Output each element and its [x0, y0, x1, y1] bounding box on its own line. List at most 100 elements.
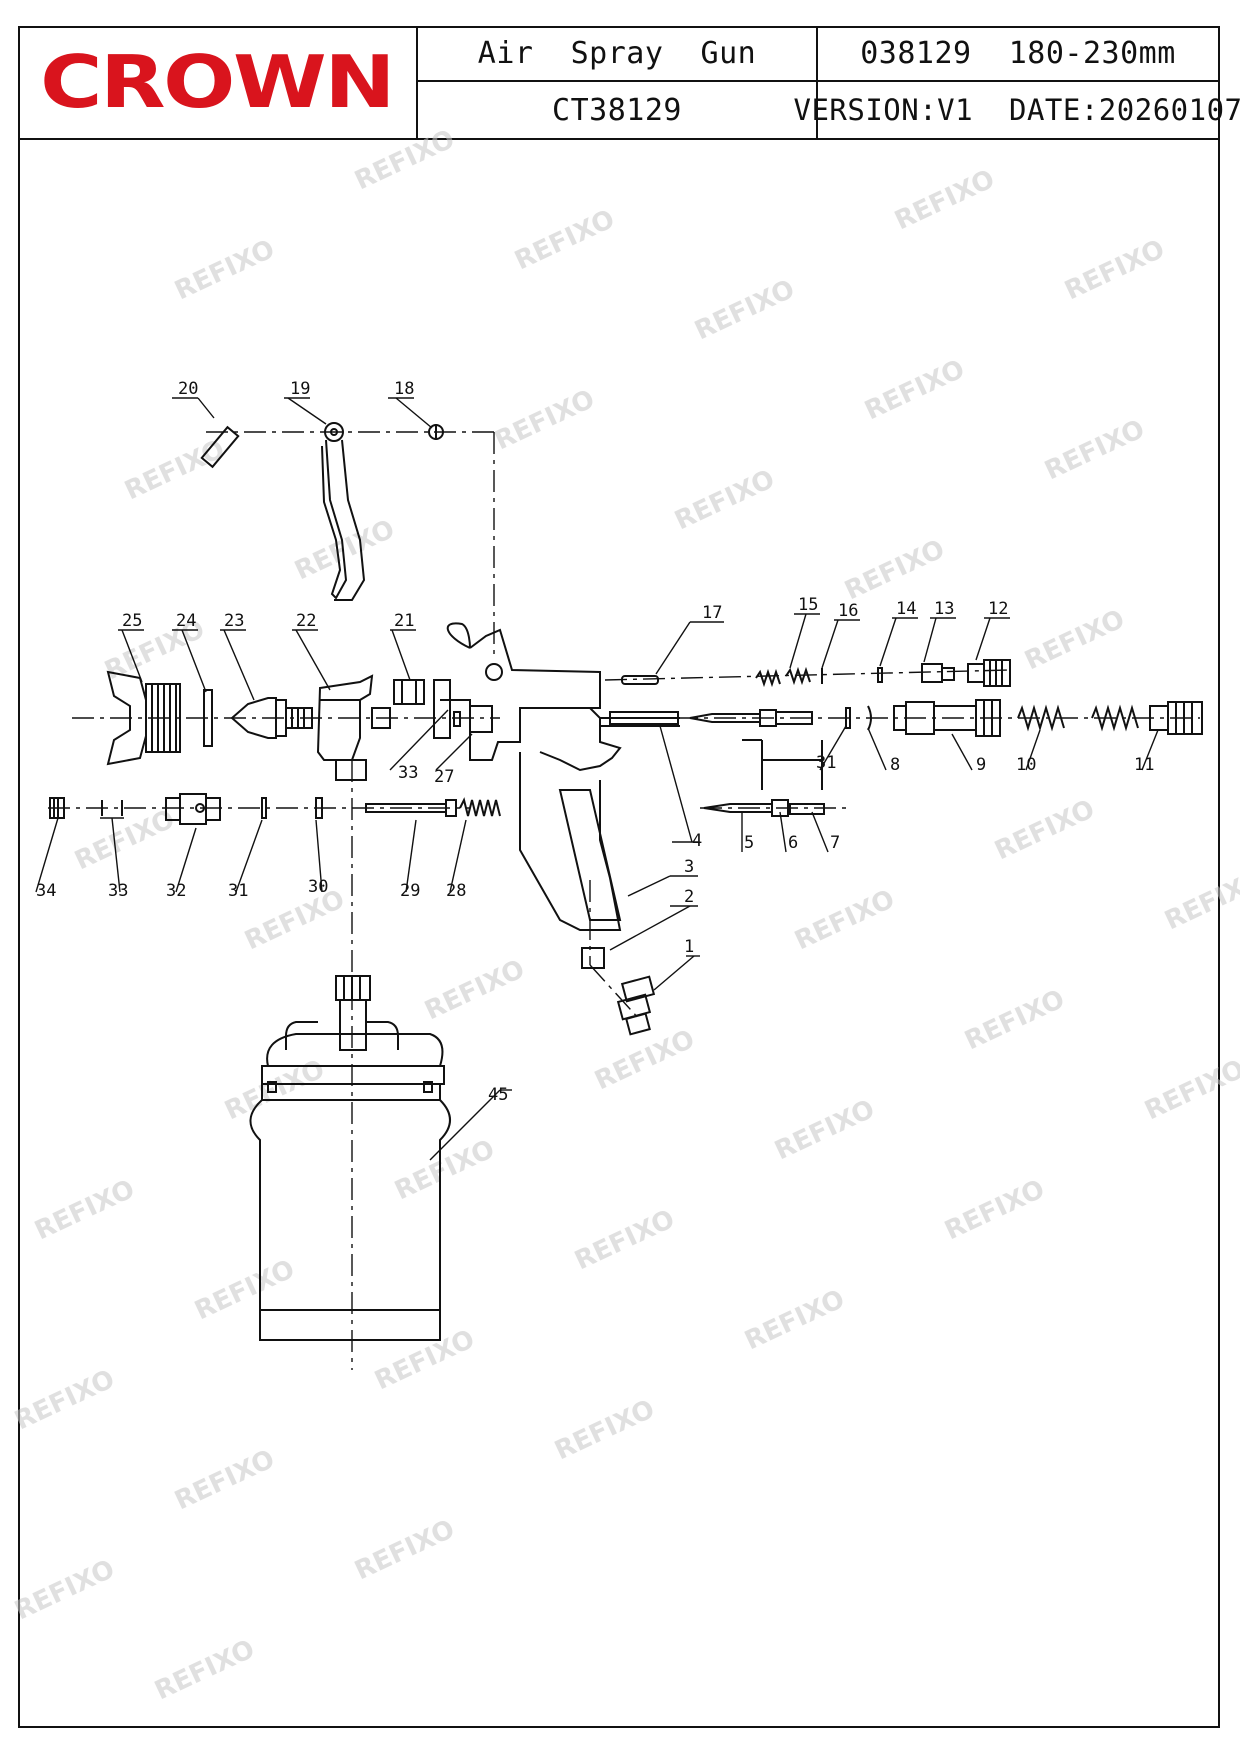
- watermark: REFIXO: [240, 884, 349, 956]
- o-ring: [867, 705, 872, 731]
- watermark: REFIXO: [570, 1204, 679, 1276]
- watermark: REFIXO: [840, 534, 949, 606]
- part-label: 6: [788, 833, 798, 853]
- part-label: 33: [398, 763, 418, 783]
- part-label: 12: [988, 599, 1008, 619]
- watermark: REFIXO: [370, 1324, 479, 1396]
- watermark: REFIXO: [1020, 604, 1129, 676]
- valve-rod: [365, 799, 457, 817]
- part-label: 4: [692, 831, 702, 851]
- model-code: CT38129: [418, 82, 818, 138]
- part-label: 33: [108, 881, 128, 901]
- air-inlet-fitting: [616, 975, 656, 1036]
- part-label: 29: [400, 881, 420, 901]
- watermark: REFIXO: [190, 1254, 299, 1326]
- part-label: 17: [702, 603, 722, 623]
- trigger: [321, 422, 366, 601]
- air-valve-stem: [621, 675, 659, 685]
- part-label: 15: [798, 595, 818, 615]
- watermark: REFIXO: [10, 1364, 119, 1436]
- watermark: REFIXO: [590, 1024, 699, 1096]
- part-label: 10: [1016, 755, 1036, 775]
- gun-head: [316, 674, 391, 781]
- part-label: 14: [896, 599, 916, 619]
- adjusting-knob: [967, 659, 1011, 687]
- air-cap: [106, 670, 181, 766]
- part-label: 3: [684, 857, 694, 877]
- watermark: REFIXO: [1060, 234, 1169, 306]
- valve-spring: [459, 797, 501, 817]
- part-label: 18: [394, 379, 414, 399]
- part-label: 31: [816, 753, 836, 773]
- gun-body: [440, 622, 680, 931]
- needle-spring: [1017, 704, 1065, 732]
- o-ring: [845, 707, 851, 729]
- watermark: REFIXO: [790, 884, 899, 956]
- product-name: Air Spray Gun: [418, 26, 818, 82]
- o-ring: [261, 797, 267, 819]
- watermark: REFIXO: [690, 274, 799, 346]
- air-plug: [581, 947, 605, 969]
- fluid-adjusting-knob: [1149, 701, 1203, 735]
- watermark: REFIXO: [10, 1554, 119, 1626]
- watermark: REFIXO: [940, 1174, 1049, 1246]
- valve-seat: [921, 663, 955, 683]
- part-label: 22: [296, 611, 316, 631]
- fluid-needle: [689, 709, 813, 727]
- valve-body: [165, 793, 221, 825]
- part-label: 2: [684, 887, 694, 907]
- part-label: 27: [434, 767, 454, 787]
- logo-cell: CROWN: [18, 26, 418, 138]
- watermark: REFIXO: [510, 204, 619, 276]
- watermark: REFIXO: [70, 804, 179, 876]
- watermark: REFIXO: [960, 984, 1069, 1056]
- crown-logo: CROWN: [40, 40, 395, 124]
- valve-plate: [433, 679, 451, 739]
- watermark: REFIXO: [150, 1634, 259, 1706]
- valve-spring: [785, 666, 811, 686]
- nut: [393, 679, 425, 705]
- title-block: CROWN Air Spray Gun CT38129 038129 180-2…: [18, 26, 1240, 140]
- part-label: 21: [394, 611, 414, 631]
- fluid-nozzle: [230, 697, 313, 739]
- watermark: REFIXO: [350, 1514, 459, 1586]
- watermark: REFIXO: [220, 1054, 329, 1126]
- part-label: 32: [166, 881, 186, 901]
- packing-nut: [469, 705, 493, 733]
- part-label: 45: [488, 1085, 508, 1105]
- watermark: REFIXO: [490, 384, 599, 456]
- watermark: REFIXO: [550, 1394, 659, 1466]
- part-label: 20: [178, 379, 198, 399]
- watermark-layer: REFIXO REFIXO REFIXO REFIXO REFIXO REFIX…: [10, 124, 1240, 1706]
- paint-cup: [249, 975, 451, 1341]
- part-label: 34: [36, 881, 56, 901]
- e-clip: [428, 424, 444, 440]
- size-spec: 038129 180-230mm: [818, 26, 1218, 82]
- watermark: REFIXO: [1160, 864, 1240, 936]
- needle-detail: [703, 739, 825, 817]
- watermark: REFIXO: [170, 234, 279, 306]
- watermark: REFIXO: [670, 464, 779, 536]
- part-label: 5: [744, 833, 754, 853]
- watermark: REFIXO: [350, 124, 459, 196]
- needle-packing-housing: [893, 699, 1001, 737]
- part-labels: 20 19 18 25 24 23 22 21 17 15 16 14 13 1…: [36, 379, 1154, 1105]
- watermark: REFIXO: [890, 164, 999, 236]
- valve-spring: [755, 668, 781, 688]
- part-label: 16: [838, 601, 858, 621]
- o-ring: [453, 711, 461, 727]
- part-label: 19: [290, 379, 310, 399]
- watermark: REFIXO: [420, 954, 529, 1026]
- watermark: REFIXO: [170, 1444, 279, 1516]
- part-label: 31: [228, 881, 248, 901]
- gasket: [203, 689, 213, 747]
- part-label: 28: [446, 881, 466, 901]
- o-ring: [877, 667, 883, 683]
- trigger-pin: [200, 425, 240, 469]
- watermark: REFIXO: [770, 1094, 879, 1166]
- part-label: 8: [890, 755, 900, 775]
- needle-spring: [1091, 704, 1139, 732]
- watermark: REFIXO: [990, 794, 1099, 866]
- part-label: 1: [684, 937, 694, 957]
